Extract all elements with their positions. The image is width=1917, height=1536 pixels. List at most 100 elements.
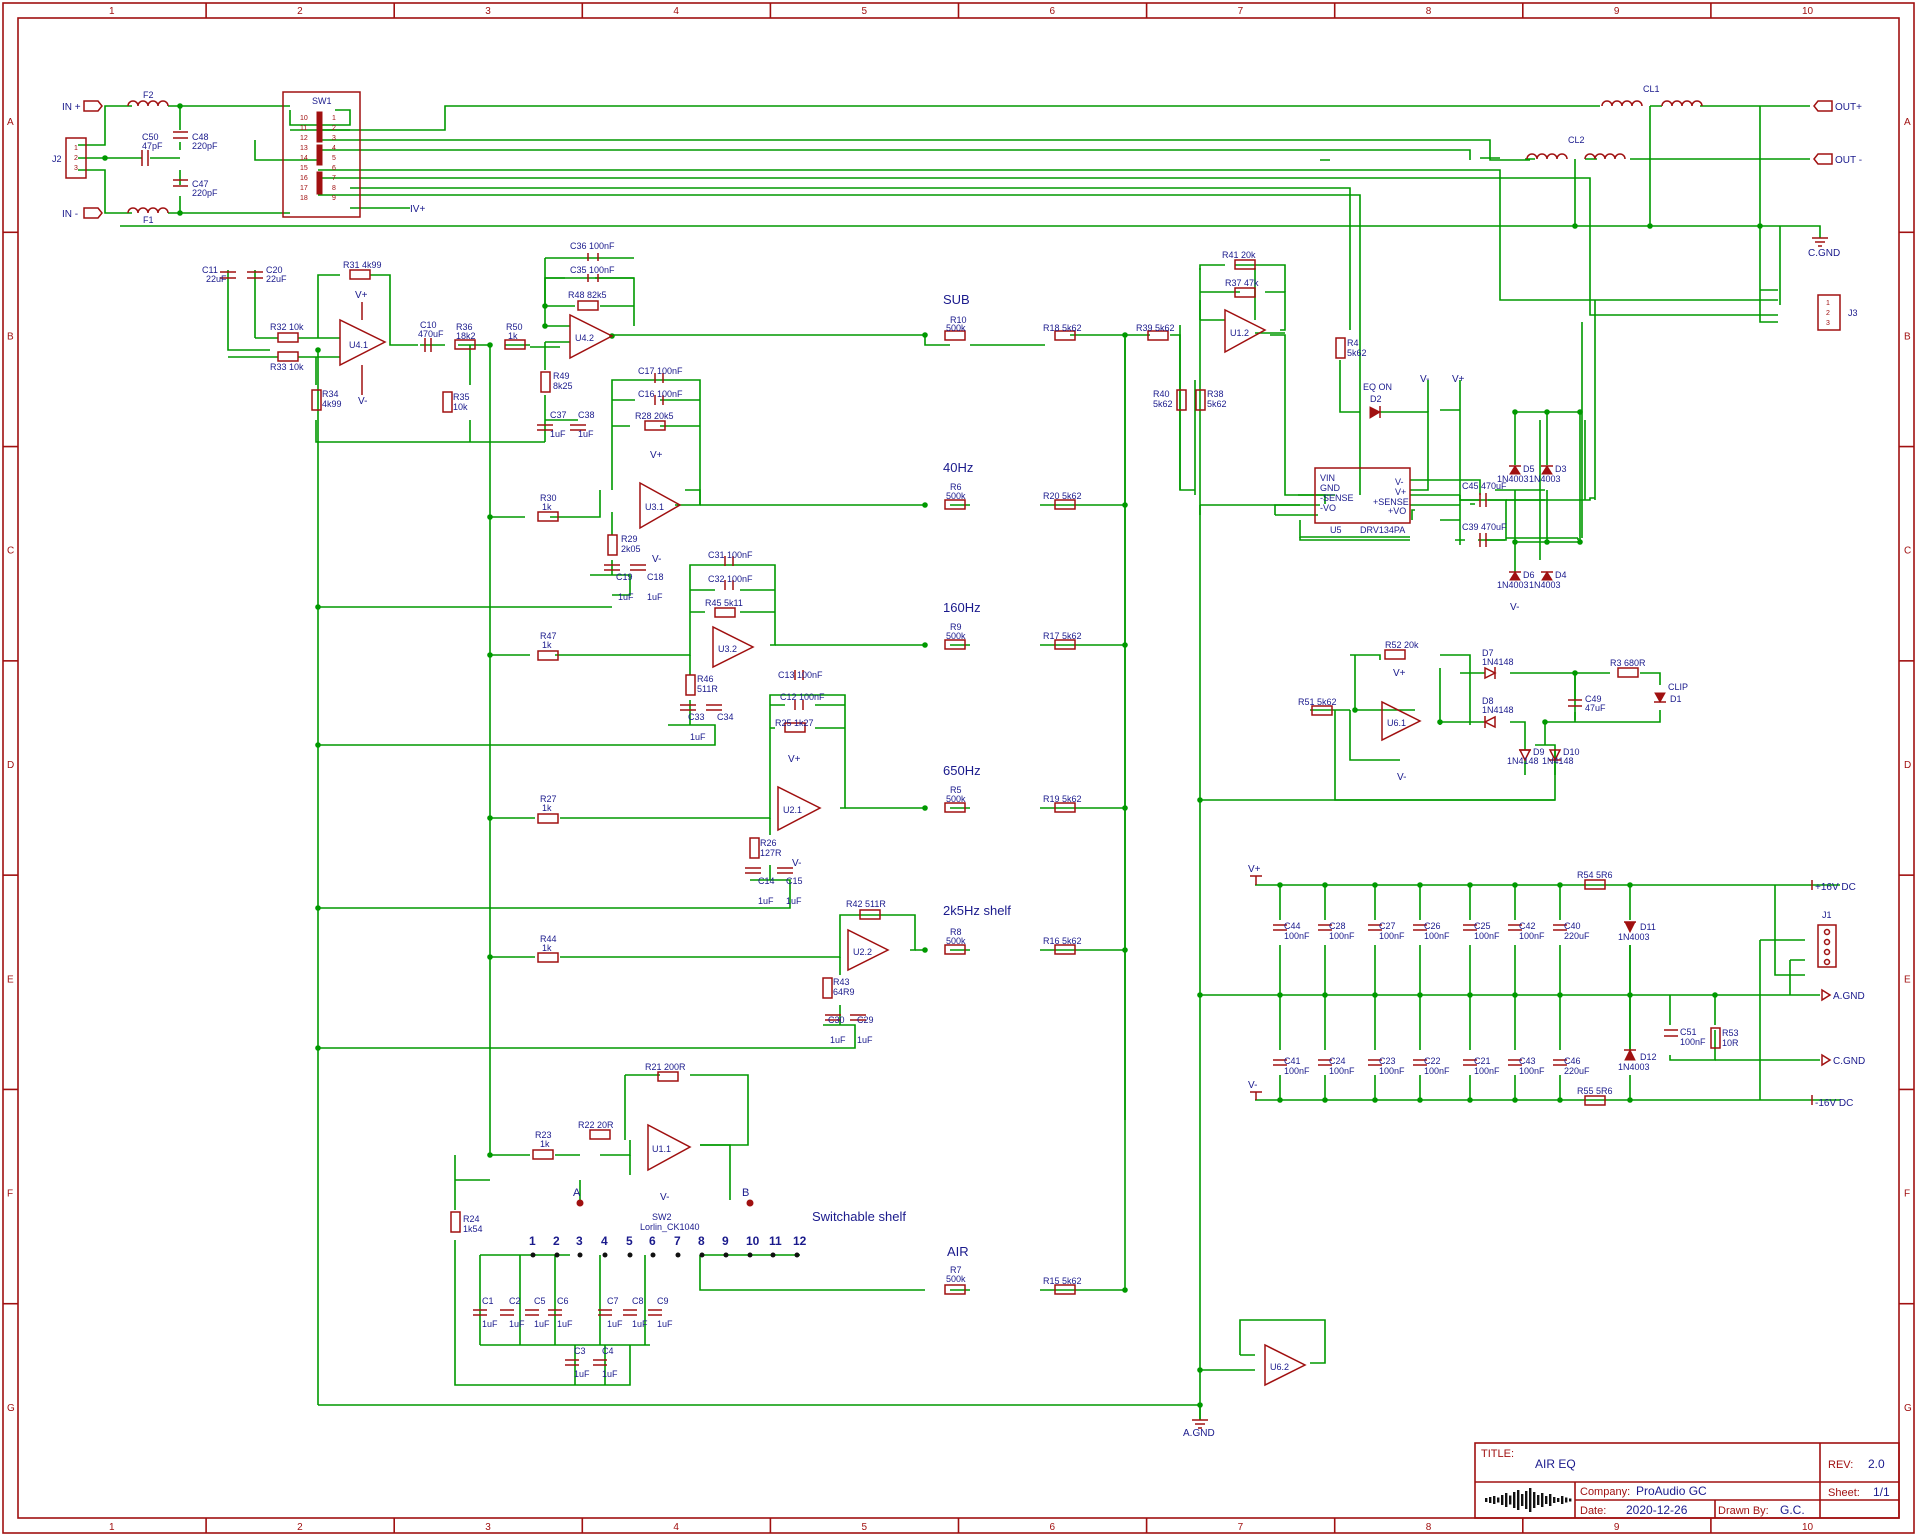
sw2-position-number: 7 (674, 1234, 681, 1248)
c49-value: 47uF (1585, 703, 1606, 713)
cap-label: C5 (534, 1296, 546, 1306)
cap-value: 220uF (1564, 1066, 1590, 1076)
cap-c29 (850, 1014, 866, 1021)
cap-value: 100nF (1379, 931, 1405, 941)
cap-value: 100nF (1329, 1066, 1355, 1076)
sw2-position-number: 4 (601, 1234, 608, 1248)
svg-text:3: 3 (1826, 320, 1830, 327)
frame-col-label-bottom: 5 (861, 1522, 867, 1533)
r8-value: 500k (946, 936, 966, 946)
c12-label: C12 100nF (780, 692, 825, 702)
section-2k5-shelf: 2k5Hz shelf (943, 903, 1011, 918)
cap-label: C2 (509, 1296, 521, 1306)
c37-value: 1uF (550, 429, 566, 439)
cap-label: C44 (1284, 921, 1301, 931)
r3-label: R3 680R (1610, 658, 1646, 668)
u5-vplus-flag: V+ (1452, 374, 1465, 385)
r4-label: R4 (1347, 338, 1359, 348)
r7-value: 500k (946, 1274, 966, 1284)
d12-label: D12 (1640, 1052, 1657, 1062)
frame-col-label-top: 10 (1802, 6, 1814, 17)
cap-c37 (537, 424, 553, 431)
r49-value: 8k25 (553, 381, 573, 391)
r53-label: R53 (1722, 1028, 1739, 1038)
cap-value: 100nF (1424, 931, 1450, 941)
res-r37 (1234, 287, 1256, 298)
c29-value: 1uF (857, 1035, 873, 1045)
c34-label: C34 (717, 712, 734, 722)
d12-value: 1N4003 (1618, 1062, 1650, 1072)
tap-a-label: A (573, 1187, 581, 1199)
r38-value: 5k62 (1207, 399, 1227, 409)
cap-c47 (173, 179, 188, 187)
frame-row-label-left: A (7, 117, 14, 128)
opamp-u6-2 (1264, 1343, 1307, 1387)
r50-value: 1k (508, 331, 518, 341)
d8-label: D8 (1482, 696, 1494, 706)
led-d2 (1369, 406, 1382, 419)
c51-label: C51 (1680, 1027, 1697, 1037)
svg-text:17: 17 (300, 185, 308, 192)
tb-sheet-label: Sheet: (1828, 1487, 1860, 1499)
c18-value: 1uF (647, 592, 663, 602)
cgnd-symbol (1812, 237, 1828, 247)
cap-value: 220uF (1564, 931, 1590, 941)
cap-value: 100nF (1519, 931, 1545, 941)
res-r25 (784, 722, 806, 733)
cap-c20 (247, 271, 263, 279)
cap-value: 100nF (1474, 1066, 1500, 1076)
decoupling-capacitor (1413, 1059, 1427, 1066)
svg-text:6: 6 (332, 165, 336, 172)
opamp-u6-1 (1381, 700, 1422, 742)
u31-vminus: V- (652, 554, 661, 565)
capacitor (593, 1359, 607, 1366)
cap-value: 1uF (657, 1319, 673, 1329)
decoupling-capacitor (1368, 924, 1382, 931)
port-out-plus (1813, 100, 1833, 112)
cap-c13 (794, 670, 804, 680)
r55-label: R55 5R6 (1577, 1086, 1613, 1096)
svg-text:3: 3 (74, 165, 78, 172)
r34-label: R34 (322, 389, 339, 399)
decoupling-capacitor (1273, 924, 1287, 931)
c33-value: 1uF (690, 732, 706, 742)
f1-label: F1 (143, 215, 154, 225)
res-r40 (1176, 389, 1187, 411)
j3-label: J3 (1848, 308, 1858, 318)
u5-msense: -SENSE (1320, 493, 1354, 503)
opamp-u1-1 (647, 1123, 692, 1172)
capacitor (598, 1309, 612, 1316)
cap-c36 (587, 253, 599, 261)
d7-value: 1N4148 (1482, 657, 1514, 667)
c48-value: 220pF (192, 141, 218, 151)
c19-label: C19 (616, 572, 633, 582)
frame-col-label-bottom: 4 (673, 1522, 679, 1533)
c47-label: C47 (192, 179, 209, 189)
u5-vminus-flag: V- (1420, 374, 1429, 385)
section-switchable-shelf: Switchable shelf (812, 1209, 906, 1224)
c36-label: C36 100nF (570, 241, 615, 251)
section-sub: SUB (943, 292, 970, 307)
svg-text:9: 9 (332, 195, 336, 202)
connector-j1 (1817, 924, 1837, 968)
svg-text:8: 8 (332, 185, 336, 192)
r44-value: 1k (542, 943, 552, 953)
cap-value: 100nF (1329, 931, 1355, 941)
cap-label: C3 (574, 1346, 586, 1356)
frame-row-label-left: C (7, 546, 14, 557)
r47-value: 1k (542, 640, 552, 650)
r40-value: 5k62 (1153, 399, 1173, 409)
u5-mvo: -VO (1320, 503, 1336, 513)
sw2-position-number: 12 (793, 1234, 807, 1248)
svg-text:7: 7 (332, 175, 336, 182)
d10-value: 1N4148 (1542, 756, 1574, 766)
d2-label: D2 (1370, 394, 1382, 404)
frame-col-label-top: 9 (1614, 6, 1620, 17)
r29-value: 2k05 (621, 544, 641, 554)
res-r46 (685, 674, 696, 696)
u32-label: U3.2 (718, 644, 737, 654)
res-r18 (1054, 330, 1076, 341)
c29-label: C29 (857, 1015, 874, 1025)
